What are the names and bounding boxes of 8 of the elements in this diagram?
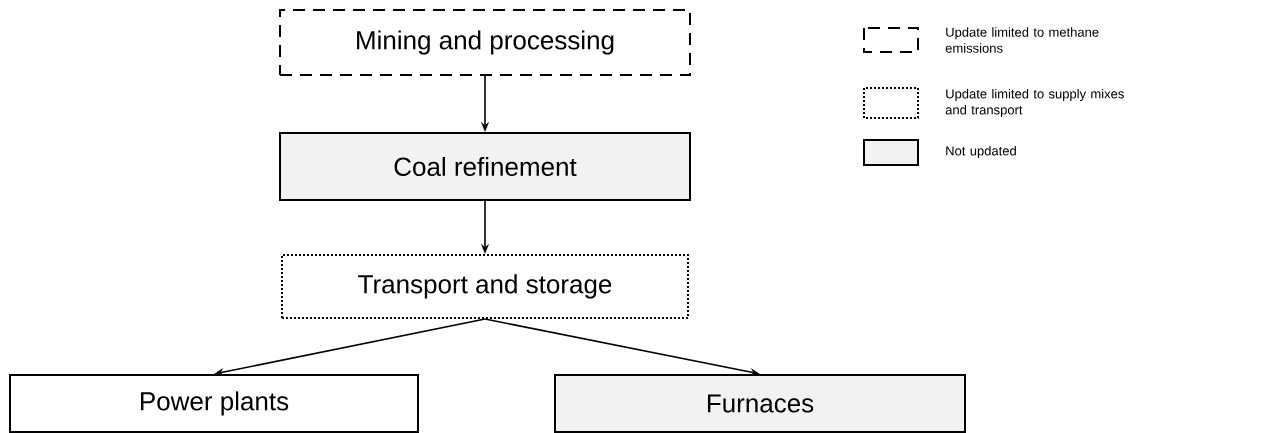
legend-text: Update limited to methane emissions [945, 27, 1099, 53]
process-box: Coal refinement [279, 132, 691, 201]
legend-text: Update limited to supply mixes and transport [945, 88, 1124, 118]
process-box: Furnaces [554, 374, 966, 433]
process-box: Mining and processing [279, 9, 691, 76]
process-box: Transport and storage [281, 254, 689, 319]
process-box: Power plants [9, 374, 419, 433]
legend-text: Not updated [946, 145, 1016, 159]
